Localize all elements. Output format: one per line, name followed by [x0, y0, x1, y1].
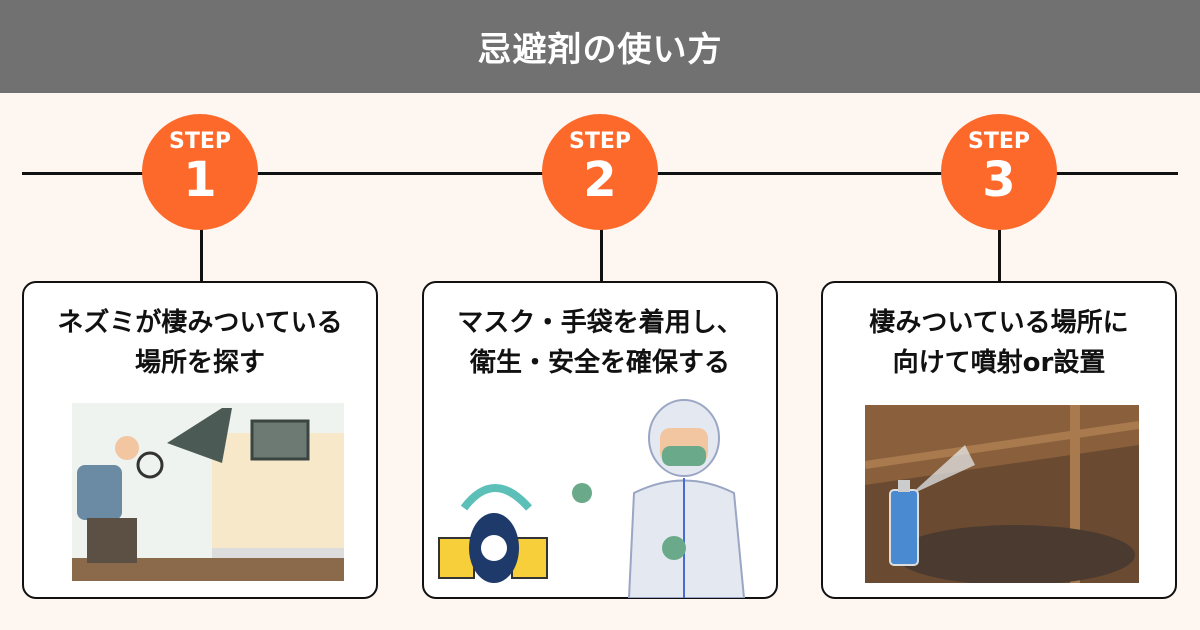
step-label: STEP — [568, 129, 631, 154]
step-badge-2: STEP 2 — [542, 114, 658, 230]
step-number: 2 — [583, 152, 617, 208]
desc-line: 向けて噴射or設置 — [892, 348, 1106, 378]
connector-line — [600, 228, 603, 282]
step-number: 1 — [183, 152, 217, 208]
step-description: マスク・手袋を着用し、 衛生・安全を確保する — [424, 303, 776, 383]
connector-line — [200, 228, 203, 282]
desc-line: 棲みついている場所に — [869, 308, 1129, 338]
desc-line: ネズミが棲みついている — [57, 308, 343, 338]
desc-line: 場所を探す — [134, 348, 265, 378]
header-bar: 忌避剤の使い方 — [0, 0, 1200, 93]
desc-line: 衛生・安全を確保する — [469, 348, 730, 378]
step-description: ネズミが棲みついている 場所を探す — [24, 303, 376, 383]
page-title: 忌避剤の使い方 — [477, 30, 723, 70]
step-card-3: 棲みついている場所に 向けて噴射or設置 — [821, 281, 1177, 599]
step-label: STEP — [168, 129, 231, 154]
step-badge-3: STEP 3 — [941, 114, 1057, 230]
step-description: 棲みついている場所に 向けて噴射or設置 — [823, 303, 1175, 383]
step-badge-1: STEP 1 — [142, 114, 258, 230]
step-card-1: ネズミが棲みついている 場所を探す — [22, 281, 378, 599]
man-magnifier-illustration — [72, 403, 344, 581]
connector-line — [998, 228, 1001, 282]
protective-gear-illustration — [438, 399, 746, 598]
desc-line: マスク・手袋を着用し、 — [457, 308, 743, 338]
step-label: STEP — [967, 129, 1030, 154]
step-number: 3 — [982, 152, 1016, 208]
step-card-2: マスク・手袋を着用し、 衛生・安全を確保する — [422, 281, 778, 599]
spray-attic-illustration — [865, 405, 1139, 583]
